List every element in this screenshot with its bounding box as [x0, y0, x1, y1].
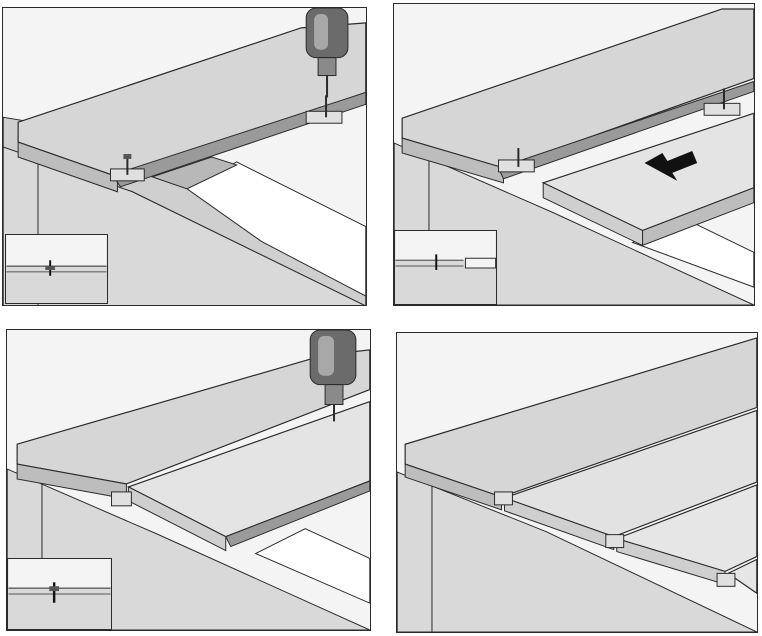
detail-inset	[394, 230, 497, 305]
board-4-top	[726, 558, 757, 595]
clip-left	[110, 154, 145, 182]
drill-icon	[309, 330, 357, 422]
board-face	[17, 141, 118, 193]
clip-1	[494, 491, 513, 506]
clip-left	[111, 491, 132, 507]
detail-inset	[5, 234, 108, 304]
drill-icon	[305, 8, 349, 98]
step-1-illustration	[3, 8, 366, 305]
step-4-illustration	[397, 337, 757, 632]
board-groove	[111, 91, 366, 188]
detail-inset	[7, 558, 112, 630]
step-1-panel	[2, 7, 367, 306]
board-groove	[497, 80, 754, 180]
joist-front	[397, 471, 757, 632]
step-2-panel	[393, 3, 755, 306]
board-face	[401, 137, 504, 184]
clip-right	[703, 88, 741, 116]
frame-void	[254, 528, 370, 604]
board-1-top	[404, 337, 757, 498]
clip-2	[605, 534, 625, 549]
step-4-panel	[396, 332, 758, 633]
step-3-panel	[6, 329, 371, 631]
clip-right	[305, 95, 343, 124]
clip-3	[716, 572, 736, 587]
push-arrow-icon	[644, 151, 698, 181]
next-board-groove	[225, 480, 370, 548]
clip-left	[498, 148, 535, 173]
